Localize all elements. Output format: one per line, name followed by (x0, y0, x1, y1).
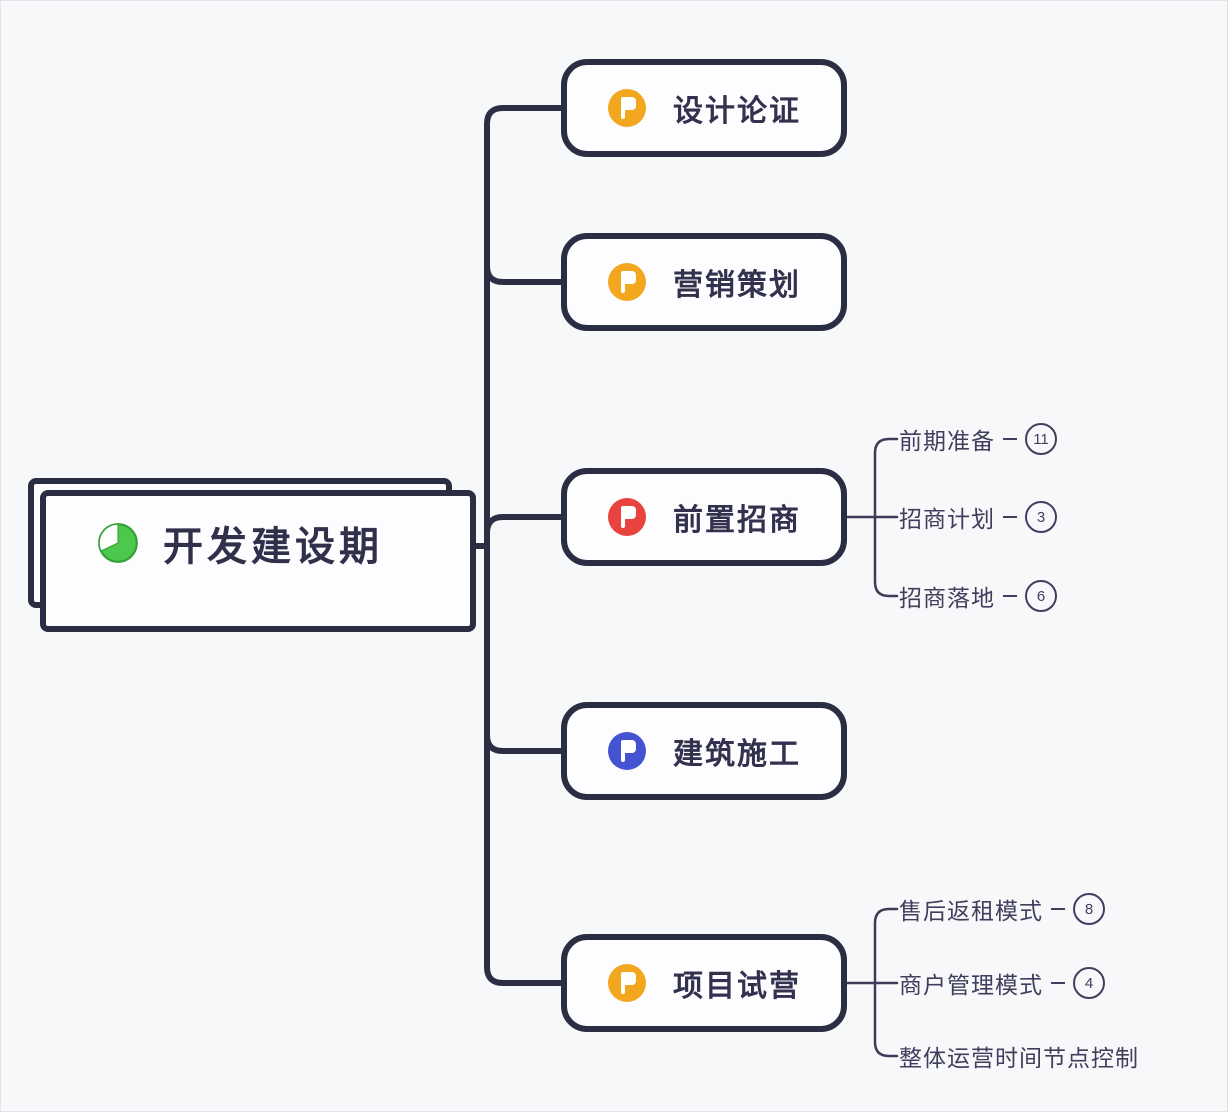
flag-icon (608, 732, 646, 770)
subtopic-leaseback-model[interactable]: 售后返租模式 8 (899, 888, 1105, 930)
subtopic-merchant-management[interactable]: 商户管理模式 4 (899, 962, 1105, 1004)
topic-label: 设计论证 (673, 95, 801, 128)
topic-node-preleasing[interactable]: 前置招商 (561, 468, 847, 566)
subtopic-label: 售后返租模式 (899, 898, 1043, 924)
badge-connector-dash (1003, 438, 1017, 440)
topic-label: 营销策划 (673, 269, 801, 302)
count-badge[interactable]: 11 (1025, 423, 1057, 455)
topic-node-marketing[interactable]: 营销策划 (561, 233, 847, 331)
topic-node-trial-operation[interactable]: 项目试营 (561, 934, 847, 1032)
subtopic-leasing-plan[interactable]: 招商计划 3 (899, 496, 1057, 538)
topic-label: 建筑施工 (673, 738, 801, 771)
count-badge[interactable]: 3 (1025, 501, 1057, 533)
badge-connector-dash (1051, 908, 1065, 910)
topic-node-design[interactable]: 设计论证 (561, 59, 847, 157)
branch-3 (484, 514, 566, 536)
root-label: 开发建设期 (163, 525, 383, 569)
badge-connector-dash (1051, 982, 1065, 984)
branch-4 (484, 732, 566, 754)
subtopic-label: 招商计划 (899, 506, 995, 532)
branch-2 (484, 263, 566, 285)
flag-icon (608, 498, 646, 536)
subtopic-preparation[interactable]: 前期准备 11 (899, 418, 1057, 460)
flag-icon (608, 263, 646, 301)
count-badge[interactable]: 4 (1073, 967, 1105, 999)
topic-label: 前置招商 (673, 504, 801, 537)
subtopic-label: 商户管理模式 (899, 972, 1043, 998)
subbracket-bottom (844, 907, 899, 1058)
flag-icon (608, 964, 646, 1002)
badge-connector-dash (1003, 595, 1017, 597)
badge-connector-dash (1003, 516, 1017, 518)
root-node[interactable]: 开发建设期 (28, 478, 476, 632)
topic-node-construction[interactable]: 建筑施工 (561, 702, 847, 800)
count-badge[interactable]: 6 (1025, 580, 1057, 612)
subtopic-label: 前期准备 (899, 428, 995, 454)
subtopic-overall-schedule-control[interactable]: 整体运营时间节点控制 (899, 1035, 1139, 1077)
topic-label: 项目试营 (673, 970, 801, 1003)
branch-5 (484, 964, 566, 986)
subbracket-top (844, 437, 899, 598)
flag-icon (608, 89, 646, 127)
subtopic-label: 整体运营时间节点控制 (899, 1045, 1139, 1071)
branch-1 (484, 105, 566, 127)
subtopic-label: 招商落地 (899, 585, 995, 611)
subtopic-leasing-landing[interactable]: 招商落地 6 (899, 575, 1057, 617)
count-badge[interactable]: 8 (1073, 893, 1105, 925)
pie-chart-icon (98, 523, 138, 563)
